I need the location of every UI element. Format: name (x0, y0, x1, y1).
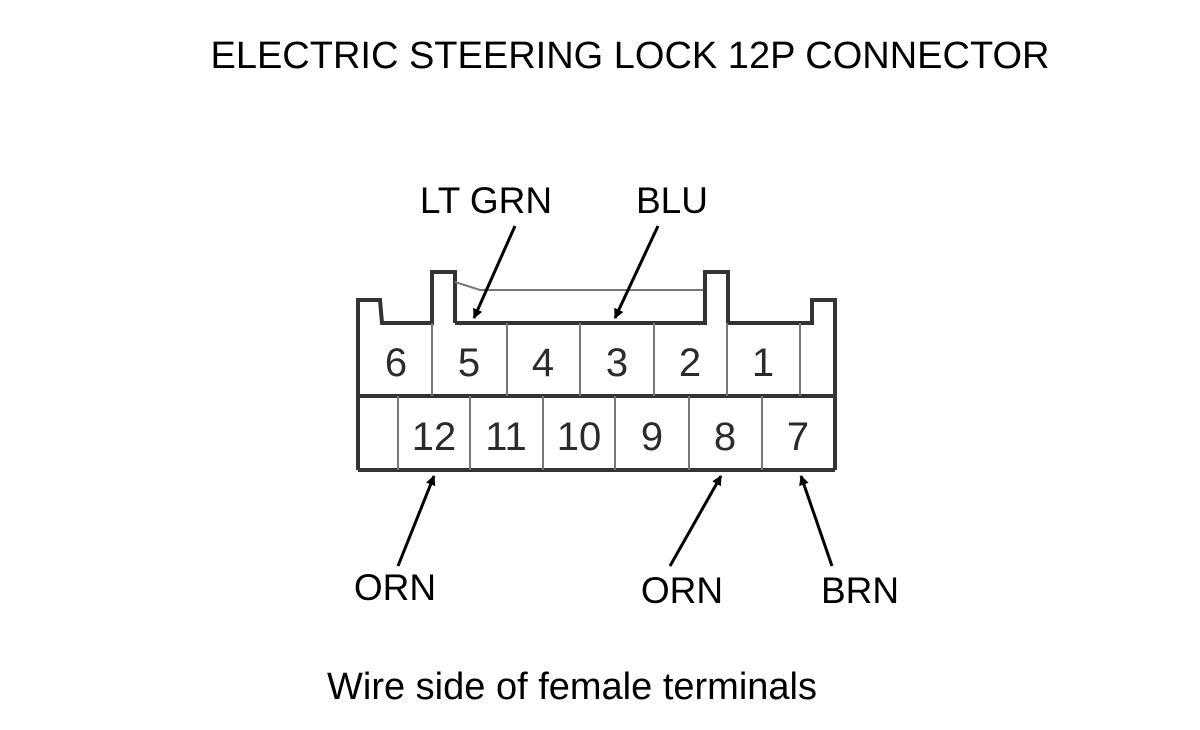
diagram-caption: Wire side of female terminals (327, 666, 817, 708)
pin-10-label: 10 (557, 415, 602, 459)
pin-11-label: 11 (485, 415, 527, 459)
top-rail (454, 281, 705, 291)
pin-8-label: 8 (714, 415, 736, 459)
wire-label-pin8: ORN (641, 570, 723, 611)
pin-7-label: 7 (787, 415, 809, 459)
left-latch (356, 270, 457, 470)
wire-label-pin5: LT GRN (420, 180, 552, 221)
pin-1-label: 1 (752, 341, 774, 385)
pin-3-label: 3 (606, 341, 628, 385)
pin-12-label: 12 (412, 415, 457, 459)
arrow-pin5 (472, 225, 517, 319)
pin-5-label: 5 (458, 341, 480, 385)
bottom-row-pins: 12 11 10 9 8 7 (412, 415, 809, 459)
arrow-pin7 (799, 475, 834, 567)
arrow-pin3 (613, 225, 660, 319)
wire-label-pin7: BRN (821, 570, 899, 611)
pin-9-label: 9 (641, 415, 663, 459)
wire-label-pin12: ORN (354, 567, 436, 608)
connector-body (356, 270, 837, 472)
arrow-pin12 (396, 475, 436, 567)
pin-4-label: 4 (532, 341, 554, 385)
pin-6-label: 6 (385, 341, 407, 385)
top-row-pins: 6 5 4 3 2 1 (385, 341, 774, 385)
arrow-pin8 (668, 475, 723, 567)
pin-2-label: 2 (679, 341, 701, 385)
diagram-title: ELECTRIC STEERING LOCK 12P CONNECTOR (210, 35, 1049, 77)
wire-label-pin3: BLU (636, 180, 708, 221)
